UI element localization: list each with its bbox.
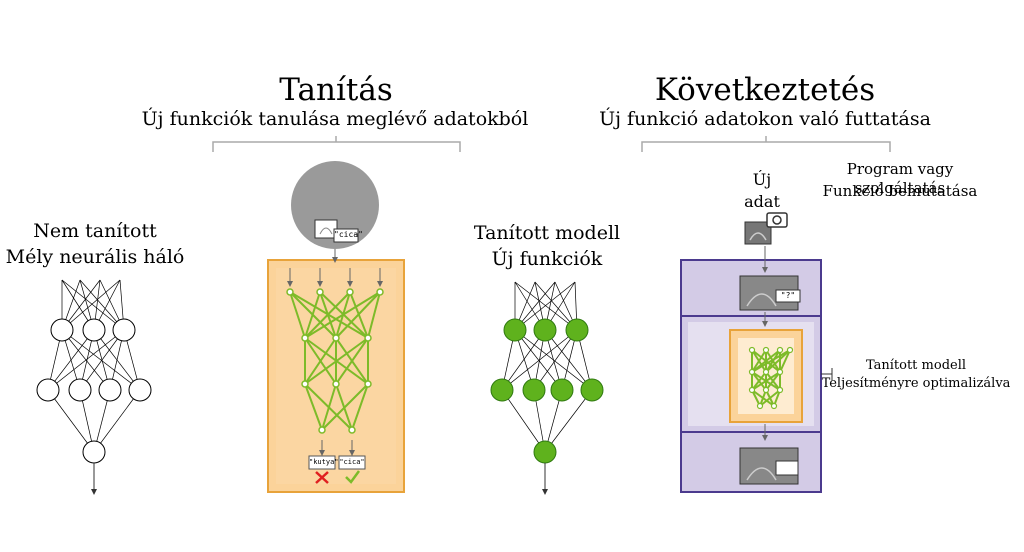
output-cica-box (338, 455, 366, 470)
training-bracket (212, 136, 461, 152)
network-node (776, 368, 784, 376)
network-node (112, 318, 136, 342)
network-node (762, 368, 770, 376)
camera-icon (766, 212, 788, 228)
untrained-label-1: Nem tanított (33, 220, 157, 242)
network-node (364, 334, 372, 342)
network-node (348, 426, 356, 434)
network-node (762, 346, 770, 354)
network-node (533, 318, 557, 342)
network-node (332, 334, 340, 342)
model-label-2: Teljesítményre optimalizálva (821, 376, 1011, 391)
network-node (748, 346, 756, 354)
network-node (762, 386, 770, 394)
service-label-2: Funkció bemutatása (822, 182, 978, 200)
training-data-tag: "cica" (334, 230, 363, 239)
network-node (82, 318, 106, 342)
network-node (301, 334, 309, 342)
network-node (50, 318, 74, 342)
result-tag-box (775, 460, 799, 476)
training-title: Tanítás (279, 72, 393, 108)
service-label-1: Program vagy szolgáltatás (846, 160, 954, 197)
network-node (316, 288, 324, 296)
network-node (522, 378, 546, 402)
network-node (503, 318, 527, 342)
training-subtitle: Új funkciók tanulása meglévő adatokból (141, 108, 529, 130)
trained-label-2: Új funkciók (491, 248, 603, 270)
untrained-label-2: Mély neurális háló (5, 246, 185, 268)
network-node (346, 288, 354, 296)
network-node (318, 426, 326, 434)
network-node (565, 318, 589, 342)
network-node (376, 288, 384, 296)
optimized-network-graph (748, 346, 794, 410)
output-kutya-box (308, 455, 336, 470)
untrained-network (36, 279, 152, 495)
wrong-mark-icon (315, 471, 329, 484)
network-node (332, 380, 340, 388)
network-node (786, 346, 794, 354)
query-tag: "?" (780, 291, 796, 300)
network-node (98, 378, 122, 402)
network-node (748, 368, 756, 376)
network-node (364, 380, 372, 388)
output-tag-cica: "cica" (339, 458, 365, 466)
correct-mark-icon (345, 470, 361, 484)
network-node (301, 380, 309, 388)
network-node (82, 440, 106, 464)
new-data-label-2: adat (744, 192, 780, 211)
query-tag-box (775, 289, 801, 303)
trained-label-1: Tanított modell (473, 222, 621, 244)
network-node (36, 378, 60, 402)
trained-network (490, 281, 604, 495)
network-node (490, 378, 514, 402)
network-node (68, 378, 92, 402)
network-node (776, 386, 784, 394)
output-tag-kutya: "kutya" (309, 458, 339, 466)
inference-subtitle: Új funkció adatokon való futtatása (599, 108, 931, 130)
training-data-circle (291, 161, 379, 249)
network-node (580, 378, 604, 402)
network-node (533, 440, 557, 464)
model-label-1: Tanított modell (865, 358, 967, 373)
network-node (756, 402, 764, 410)
inference-bracket (641, 136, 891, 152)
new-data-label-1: Új (752, 170, 772, 189)
network-node (550, 378, 574, 402)
network-node (748, 386, 756, 394)
network-node (286, 288, 294, 296)
network-node (776, 346, 784, 354)
inference-title: Következtetés (654, 72, 876, 108)
network-node (128, 378, 152, 402)
training-network-graph (286, 288, 384, 434)
network-node (770, 402, 778, 410)
